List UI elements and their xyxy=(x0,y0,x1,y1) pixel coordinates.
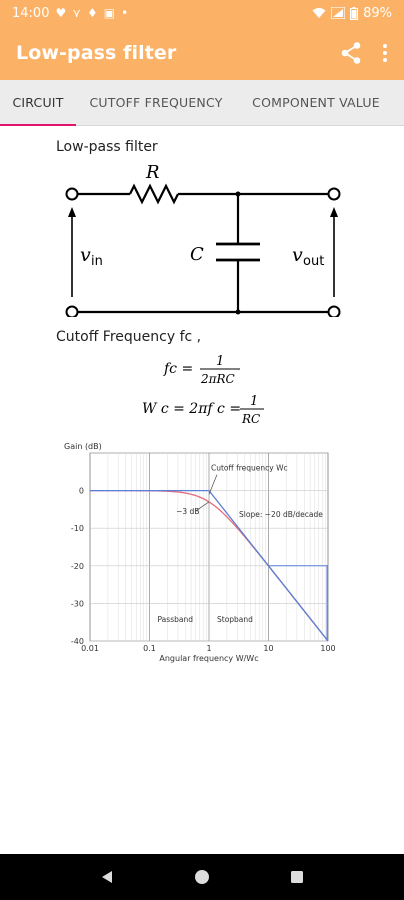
vin-subscript: in xyxy=(91,254,103,269)
dropbox-icon: ♦ xyxy=(87,6,98,20)
fork-icon: ⋎ xyxy=(72,6,82,20)
tab-component-value-label: COMPONENT VALUE xyxy=(252,95,380,110)
wc-numerator: 1 xyxy=(250,394,258,409)
vin-label: v xyxy=(80,244,91,266)
capacitor-label: C xyxy=(190,244,204,265)
annotation-passband: Passband xyxy=(158,615,194,624)
bode-chart: 0.01 0.1 1 10 100 0 -10 -20 -30 -40 Gain (dB) Angul… xyxy=(64,442,336,663)
tab-cutoff-frequency-label: CUTOFF FREQUENCY xyxy=(89,95,223,110)
back-button[interactable] xyxy=(87,857,127,897)
y-tick-label: -20 xyxy=(71,562,84,571)
back-icon xyxy=(102,871,113,883)
y-axis-label: Gain (dB) xyxy=(64,442,102,451)
y-tick-label: 0 xyxy=(79,487,84,496)
tab-circuit[interactable]: CIRCUIT xyxy=(0,80,76,126)
terminal-out-top xyxy=(327,187,341,201)
status-bar: 14:00 ♥ ⋎ ♦ ▣ • 89% xyxy=(0,0,404,26)
x-tick-label: 10 xyxy=(263,644,273,653)
formulas: fc = 1 2πRC W c = 2πf c = 1 RC xyxy=(142,354,264,426)
annotation-cutoff: Cutoff frequency Wc xyxy=(211,464,288,473)
status-left: 14:00 ♥ ⋎ ♦ ▣ • xyxy=(12,6,128,21)
status-time: 14:00 xyxy=(12,5,50,21)
tab-bar: CIRCUIT CUTOFF FREQUENCY COMPONENT VALUE xyxy=(0,80,404,126)
wifi-icon xyxy=(312,8,326,18)
resistor-label: R xyxy=(145,162,160,183)
y-tick-label: -30 xyxy=(71,599,84,608)
series-line-2 xyxy=(90,489,329,642)
sim-icon: ▣ xyxy=(103,6,116,20)
circuit-title: Low-pass filter xyxy=(56,139,158,155)
circuit-diagram: R C v in v out xyxy=(65,162,341,317)
dot-icon: • xyxy=(121,6,129,20)
x-axis-label: Angular frequency W/Wc xyxy=(159,654,258,663)
tab-circuit-label: CIRCUIT xyxy=(12,95,64,110)
app-title: Low-pass filter xyxy=(16,42,177,64)
content-area[interactable]: Low-pass filter R C v in v xyxy=(0,127,404,854)
home-icon xyxy=(194,870,209,884)
annotation-pointer xyxy=(208,474,218,495)
share-icon[interactable] xyxy=(340,41,362,65)
y-tick-label: -10 xyxy=(71,524,84,533)
fc-denominator: 2πRC xyxy=(200,372,235,386)
battery-icon xyxy=(350,6,359,20)
tab-active-indicator xyxy=(0,123,76,126)
x-tick-label: 1 xyxy=(206,644,211,653)
terminal-out-bottom xyxy=(327,305,341,317)
signal-icon xyxy=(331,7,346,19)
app-bar: Low-pass filter xyxy=(0,26,404,80)
terminal-in-bottom xyxy=(65,305,79,317)
cutoff-title: Cutoff Frequency fc , xyxy=(56,329,202,345)
app-actions xyxy=(340,41,388,65)
annotation-stopband: Stopband xyxy=(217,615,253,624)
fc-lhs: fc = xyxy=(163,361,193,377)
x-tick-label: 0.01 xyxy=(81,644,99,653)
wc-lhs: W c = 2πf c = xyxy=(142,401,241,417)
more-options-icon[interactable] xyxy=(382,43,388,63)
vout-label: v xyxy=(292,244,303,266)
x-tick-label: 0.1 xyxy=(143,644,156,653)
navigation-bar xyxy=(0,854,404,900)
home-button[interactable] xyxy=(182,857,222,897)
y-tick-label: -40 xyxy=(71,637,84,646)
annotation-3db: −3 dB xyxy=(176,507,199,516)
battery-percent: 89% xyxy=(363,5,392,21)
terminal-in-top xyxy=(65,187,79,201)
annotation-pointer xyxy=(195,501,210,512)
tab-component-value[interactable]: COMPONENT VALUE xyxy=(236,80,396,126)
heart-icon: ♥ xyxy=(55,6,67,20)
annotation-slope: Slope: −20 dB/decade xyxy=(239,510,323,519)
status-right: 89% xyxy=(312,6,392,21)
fc-numerator: 1 xyxy=(216,354,224,369)
recents-icon xyxy=(290,871,303,883)
recents-button[interactable] xyxy=(277,857,317,897)
x-tick-label: 100 xyxy=(320,644,335,653)
tab-cutoff-frequency[interactable]: CUTOFF FREQUENCY xyxy=(76,80,236,126)
wc-denominator: RC xyxy=(241,412,260,426)
vout-subscript: out xyxy=(303,254,324,269)
